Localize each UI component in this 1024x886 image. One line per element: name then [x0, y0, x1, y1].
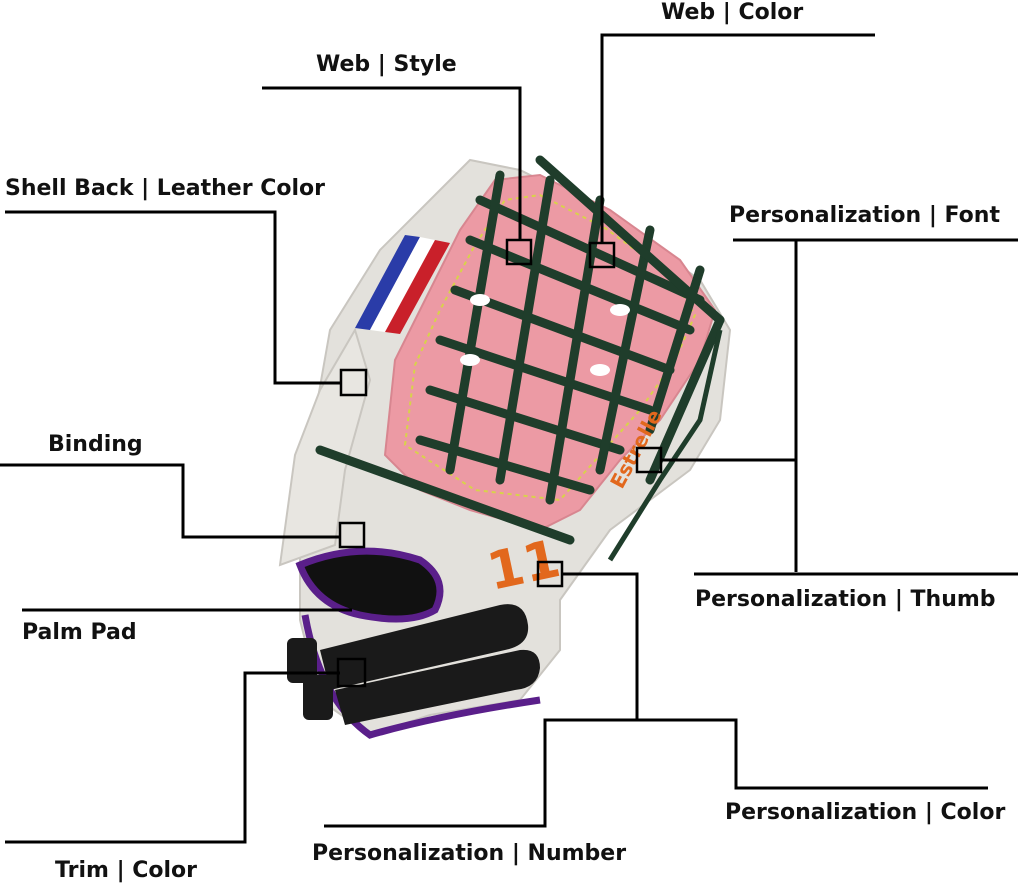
- leader-pers-font: [662, 238, 1018, 572]
- trim-bottom: [301, 614, 541, 739]
- label-pers-color: Personalization | Color: [725, 800, 1006, 825]
- leader-web-style: [262, 86, 522, 240]
- label-trim-color: Trim | Color: [55, 858, 198, 883]
- marker-pers-font: [635, 446, 663, 474]
- marker-pers-number: [536, 560, 564, 588]
- leader-pers-color: [563, 572, 988, 790]
- palm-pad-opening: [295, 547, 444, 623]
- leader-trim-color: [5, 671, 340, 844]
- label-shell-back: Shell Back | Leather Color: [5, 176, 325, 201]
- label-binding: Binding: [48, 432, 143, 457]
- marker-binding: [338, 521, 366, 549]
- leader-web-color: [600, 33, 875, 243]
- marker-squares: [336, 238, 663, 688]
- leader-binding: [0, 463, 340, 539]
- label-web-color: Web | Color: [661, 0, 804, 25]
- leader-pers-number: [324, 718, 637, 828]
- label-web-style: Web | Style: [316, 52, 457, 77]
- marker-shell-back: [339, 368, 368, 397]
- label-palm-pad: Palm Pad: [22, 620, 137, 645]
- marker-web-style: [505, 238, 533, 266]
- label-pers-thumb: Personalization | Thumb: [695, 587, 996, 612]
- marker-web-color: [588, 241, 616, 269]
- web-lacing: [315, 155, 725, 545]
- glove-number-text: 11: [482, 529, 565, 603]
- marker-palm-pad: [336, 657, 367, 688]
- web-gaps: [460, 294, 630, 376]
- label-pers-font: Personalization | Font: [729, 203, 1000, 228]
- leader-shell-back: [5, 210, 340, 385]
- flag-patch: [355, 235, 450, 334]
- label-pers-number: Personalization | Number: [312, 841, 627, 866]
- thumb-lacing: [607, 329, 723, 562]
- wrist-straps: [287, 604, 540, 725]
- leader-lines: [0, 33, 1018, 844]
